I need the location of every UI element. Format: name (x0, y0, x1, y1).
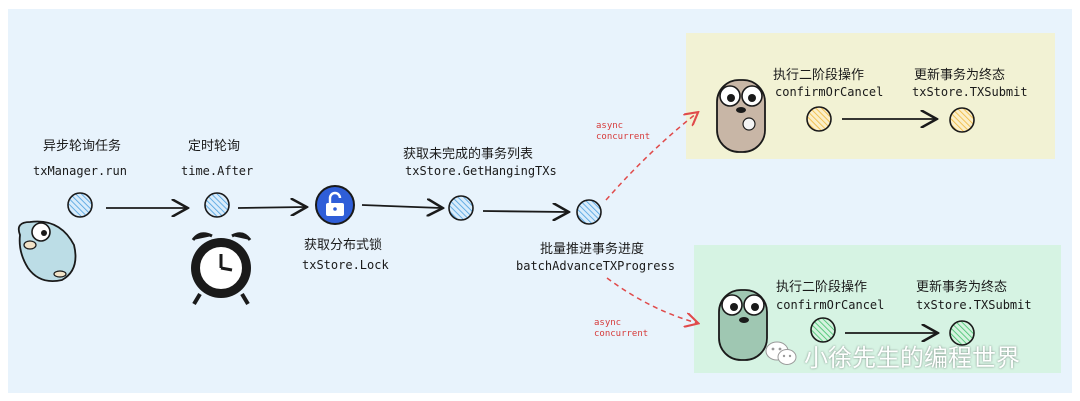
wechat-icon (765, 341, 797, 365)
async-label-bottom-line2: concurrent (594, 329, 649, 339)
async-label-bottom: async concurrent (594, 318, 648, 340)
watermark: 小徐先生的编程世界 (804, 344, 1020, 372)
node-tx-submit-bottom (949, 320, 975, 346)
node-title-txmanager-run: 异步轮询任务 (43, 139, 122, 154)
node-batch-advance (576, 199, 602, 225)
gopher-icon (716, 79, 766, 153)
async-arrow-top (605, 113, 697, 201)
node-time-after (204, 192, 230, 218)
arrow-3 (361, 205, 441, 208)
bottom-step1-title: 执行二阶段操作 (776, 280, 868, 295)
node-txmanager-run (67, 192, 93, 218)
async-label-top: async concurrent (596, 121, 650, 143)
node-confirm-or-cancel-bottom (810, 317, 836, 343)
top-step1-code: confirmOrCancel (775, 85, 884, 99)
bottom-step2-title: 更新事务为终态 (916, 280, 1008, 295)
node-get-hanging-txs (448, 195, 474, 221)
async-label-bottom-line1: async (594, 318, 622, 328)
top-step1-title: 执行二阶段操作 (773, 68, 865, 83)
alarm-clock-icon (191, 232, 252, 306)
node-title-lock: 获取分布式锁 (304, 238, 383, 253)
node-tx-submit-top (949, 107, 975, 133)
node-confirm-or-cancel-top (806, 106, 832, 132)
async-arrow-bottom (606, 277, 697, 323)
arrow-2 (237, 207, 305, 208)
node-title-time-after: 定时轮询 (188, 139, 241, 154)
node-title-get-hanging: 获取未完成的事务列表 (403, 147, 534, 162)
node-code-batch-advance: batchAdvanceTXProgress (516, 259, 675, 273)
arrow-4 (482, 211, 567, 212)
node-code-get-hanging: txStore.GetHangingTXs (405, 164, 557, 178)
node-code-time-after: time.After (181, 164, 254, 178)
gopher-icon (17, 220, 77, 283)
gopher-icon (718, 289, 768, 361)
node-title-batch-advance: 批量推进事务进度 (540, 242, 645, 257)
top-step2-title: 更新事务为终态 (914, 68, 1006, 83)
async-label-top-line1: async (596, 121, 624, 131)
bottom-step2-code: txStore.TXSubmit (916, 298, 1032, 312)
bottom-step1-code: confirmOrCancel (776, 298, 885, 312)
lock-icon (315, 185, 355, 225)
top-step2-code: txStore.TXSubmit (912, 85, 1028, 99)
node-code-txmanager-run: txManager.run (33, 164, 127, 178)
async-label-top-line2: concurrent (596, 132, 651, 142)
node-code-lock: txStore.Lock (302, 258, 389, 272)
